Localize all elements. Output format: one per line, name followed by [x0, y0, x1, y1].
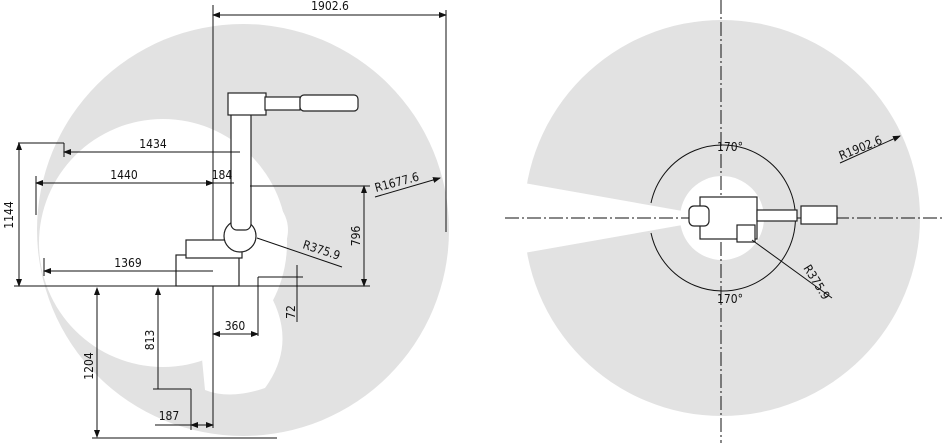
angle-label-top: 170°	[717, 140, 743, 154]
dim-1369: 1369	[114, 256, 142, 270]
top-view: 170° 170° R1902.6 R375.9	[505, 0, 943, 443]
dim-1440: 1440	[110, 168, 138, 182]
dim-187: 187	[159, 409, 180, 423]
dim-360: 360	[225, 319, 246, 333]
dim-796: 796	[349, 226, 363, 247]
side-view: 1902.6 1434 1440 184 1144 R1677.6 796 R3…	[2, 0, 449, 439]
dim-1144: 1144	[2, 201, 16, 229]
dim-1902-6: 1902.6	[311, 0, 349, 13]
dim-813: 813	[143, 330, 157, 351]
angle-label-bottom: 170°	[717, 292, 743, 306]
robot-top-drawing	[688, 196, 838, 243]
dim-1204: 1204	[82, 352, 96, 380]
dim-1434: 1434	[139, 137, 167, 151]
dim-184: 184	[212, 168, 233, 182]
dim-72: 72	[284, 305, 298, 319]
